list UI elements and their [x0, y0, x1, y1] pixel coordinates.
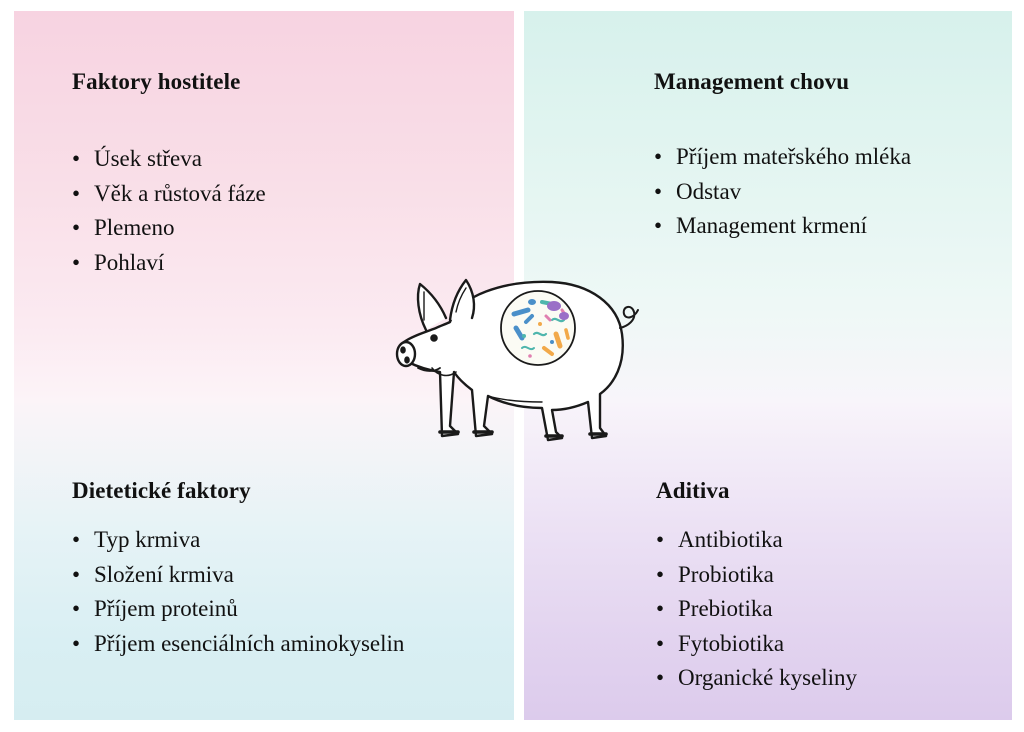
farm-management-block: Management chovu Příjem mateřského mléka… [654, 68, 911, 244]
list-item: Věk a růstová fáze [72, 177, 266, 212]
list-item: Úsek střeva [72, 142, 266, 177]
list-item: Příjem esenciálních aminokyselin [72, 627, 404, 662]
list-item: Odstav [654, 175, 911, 210]
list-item: Probiotika [656, 558, 857, 593]
host-factors-block: Faktory hostitele Úsek střeva Věk a růst… [72, 68, 266, 280]
list-item: Fytobiotika [656, 627, 857, 662]
farm-management-list: Příjem mateřského mléka Odstav Managemen… [654, 140, 911, 244]
dietary-factors-title: Dietetické faktory [72, 478, 251, 503]
list-item: Příjem proteinů [72, 592, 404, 627]
list-item: Antibiotika [656, 523, 857, 558]
dietary-factors-list: Typ krmiva Složení krmiva Příjem protein… [72, 523, 404, 661]
list-item: Složení krmiva [72, 558, 404, 593]
list-item: Prebiotika [656, 592, 857, 627]
list-item: Příjem mateřského mléka [654, 140, 911, 175]
list-item: Management krmení [654, 209, 911, 244]
host-factors-title: Faktory hostitele [72, 69, 241, 94]
list-item: Plemeno [72, 211, 266, 246]
additives-title: Aditiva [656, 478, 730, 503]
list-item: Typ krmiva [72, 523, 404, 558]
additives-list: Antibiotika Probiotika Prebiotika Fytobi… [656, 523, 857, 696]
host-factors-list: Úsek střeva Věk a růstová fáze Plemeno P… [72, 142, 266, 280]
farm-management-title: Management chovu [654, 69, 850, 94]
dietary-factors-block: Dietetické faktory Typ krmiva Složení kr… [72, 477, 404, 661]
list-item: Pohlaví [72, 246, 266, 281]
list-item: Organické kyseliny [656, 661, 857, 696]
additives-block: Aditiva Antibiotika Probiotika Prebiotik… [656, 477, 857, 696]
pig-with-gut-microbiota-icon [395, 278, 639, 442]
